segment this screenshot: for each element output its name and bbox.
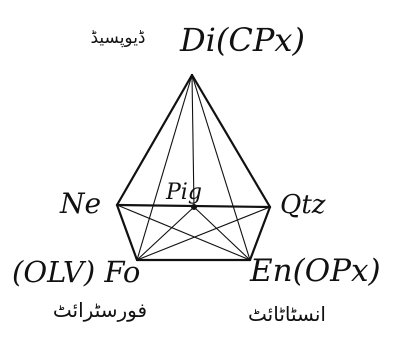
left-apex-edge	[115, 73, 194, 207]
right-vertex-label: Qtz	[280, 190, 326, 220]
bottom-right-urdu-label: انسٹاٹائٹ	[248, 302, 326, 326]
ne-to-en-line	[116, 204, 251, 261]
apex-to-en-line	[191, 74, 251, 261]
bottom-left-vertex-label: (OLV) Fo	[12, 255, 141, 289]
top-vertex-label: Di(CPx)	[180, 21, 305, 59]
apex-to-pig-line	[191, 74, 195, 208]
right-lower-edge	[248, 205, 272, 262]
bottom-right-vertex-label: En(OPx)	[250, 253, 381, 289]
center-point-label: Pig	[166, 180, 202, 205]
bottom-left-urdu-label: فورسٹرائٹ	[52, 298, 148, 322]
left-lower-edge	[115, 203, 139, 262]
pig-to-fo-line	[136, 206, 195, 261]
pig-to-en-line	[193, 206, 251, 261]
right-apex-edge	[190, 73, 272, 209]
apex-to-fo-line	[136, 74, 193, 261]
top-urdu-label: ڈیوپسیڈ	[90, 28, 146, 48]
left-vertex-label: Ne	[60, 187, 102, 220]
pig-point	[191, 204, 197, 210]
qtz-to-fo-line	[136, 206, 271, 261]
